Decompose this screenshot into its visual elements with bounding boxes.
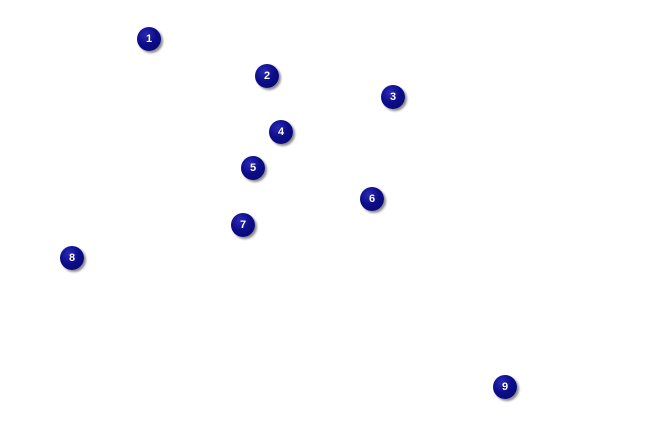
marker-3[interactable]: 3: [381, 85, 405, 109]
marker-label: 3: [389, 90, 397, 103]
marker-8[interactable]: 8: [60, 246, 84, 270]
marker-2[interactable]: 2: [255, 64, 279, 88]
marker-label: 4: [277, 125, 285, 138]
marker-label: 5: [249, 161, 257, 174]
marker-label: 8: [68, 251, 76, 264]
marker-6[interactable]: 6: [360, 187, 384, 211]
marker-label: 1: [145, 32, 153, 45]
marker-5[interactable]: 5: [241, 156, 265, 180]
marker-label: 7: [239, 218, 247, 231]
marker-7[interactable]: 7: [231, 213, 255, 237]
marker-label: 6: [368, 192, 376, 205]
marker-label: 2: [263, 69, 271, 82]
marker-9[interactable]: 9: [493, 375, 517, 399]
marker-1[interactable]: 1: [137, 27, 161, 51]
marker-4[interactable]: 4: [269, 120, 293, 144]
marker-label: 9: [501, 380, 509, 393]
